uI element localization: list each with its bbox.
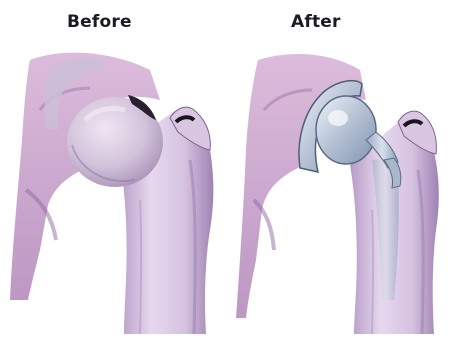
after-hip-illustration bbox=[236, 54, 439, 334]
after-prosthetic-head bbox=[316, 96, 376, 164]
before-hip-illustration bbox=[10, 53, 213, 334]
